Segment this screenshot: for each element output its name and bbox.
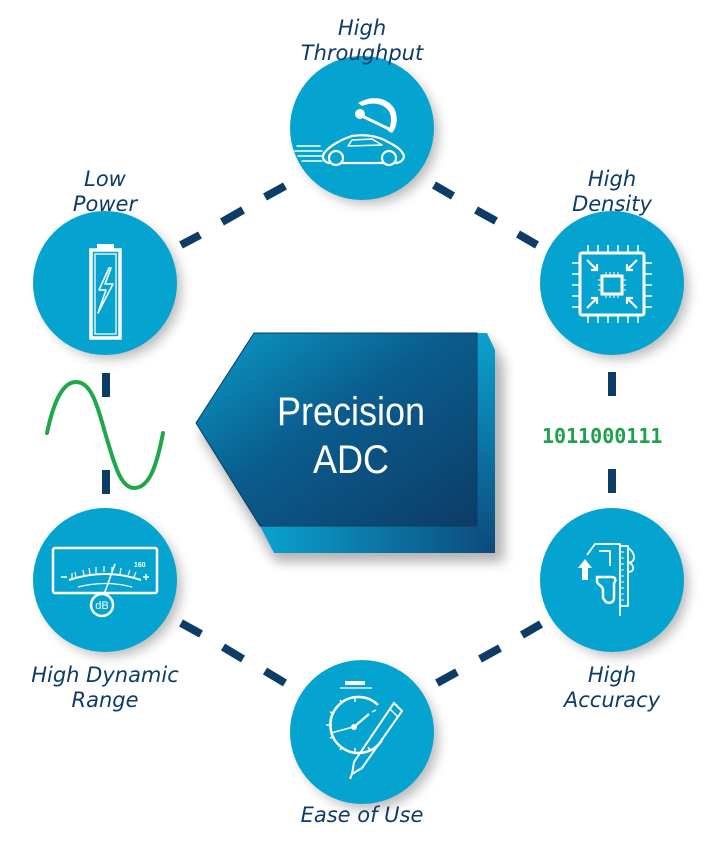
adc-side-face bbox=[477, 333, 495, 553]
connector-accuracy-easeofuse bbox=[435, 620, 544, 687]
label-line: Throughput bbox=[300, 41, 424, 65]
feature-high-throughput[interactable] bbox=[290, 56, 434, 200]
label-line: Low bbox=[84, 167, 126, 191]
connector-throughput-density bbox=[431, 181, 540, 249]
label-high-dynamic-range: High Dynamic Range bbox=[5, 663, 205, 713]
stopwatch-pencil-icon bbox=[326, 681, 404, 780]
digital-output-bits: 1011000111 bbox=[542, 424, 663, 448]
db-meter-icon bbox=[51, 546, 159, 618]
adc-bottom-face bbox=[260, 526, 495, 553]
caliper-icon bbox=[578, 543, 635, 616]
meter-unit-label: dB bbox=[95, 600, 108, 612]
label-line: Accuracy bbox=[563, 688, 661, 712]
adc-title-line2: ADC bbox=[312, 438, 389, 482]
adc-front-face bbox=[195, 332, 478, 527]
label-ease-of-use: Ease of Use bbox=[252, 803, 472, 828]
label-high-throughput: High Throughput bbox=[262, 16, 462, 66]
label-line: Density bbox=[572, 192, 652, 216]
battery-bolt-icon bbox=[89, 244, 122, 340]
label-line: High bbox=[587, 663, 637, 687]
connector-dynamic-easeofuse bbox=[179, 619, 288, 687]
label-line: High bbox=[337, 16, 387, 40]
car-speedometer-icon bbox=[294, 98, 406, 167]
sine-wave-icon bbox=[45, 379, 165, 491]
meter-scale-label: 160 bbox=[134, 562, 146, 569]
adc-title-line1: Precision bbox=[276, 390, 426, 434]
label-line: High Dynamic bbox=[31, 663, 179, 687]
feature-ease-of-use[interactable] bbox=[290, 660, 434, 804]
feature-high-dynamic-range[interactable]: 160 dB bbox=[33, 508, 177, 652]
label-high-accuracy: High Accuracy bbox=[512, 663, 712, 713]
chip-compress-icon bbox=[572, 245, 652, 323]
feature-low-power[interactable] bbox=[33, 211, 177, 355]
label-low-power: Low Power bbox=[5, 167, 205, 217]
connector-throughput-lowpower bbox=[179, 182, 287, 249]
label-line: Ease of Use bbox=[300, 803, 424, 827]
precision-adc-block bbox=[195, 332, 504, 562]
feature-high-accuracy[interactable] bbox=[540, 508, 684, 652]
label-line: Power bbox=[72, 192, 138, 216]
feature-high-density[interactable] bbox=[540, 211, 684, 355]
label-line: Range bbox=[71, 688, 139, 712]
label-line: High bbox=[587, 167, 637, 191]
adc-title: Precision ADC bbox=[251, 388, 451, 484]
label-high-density: High Density bbox=[512, 167, 712, 217]
